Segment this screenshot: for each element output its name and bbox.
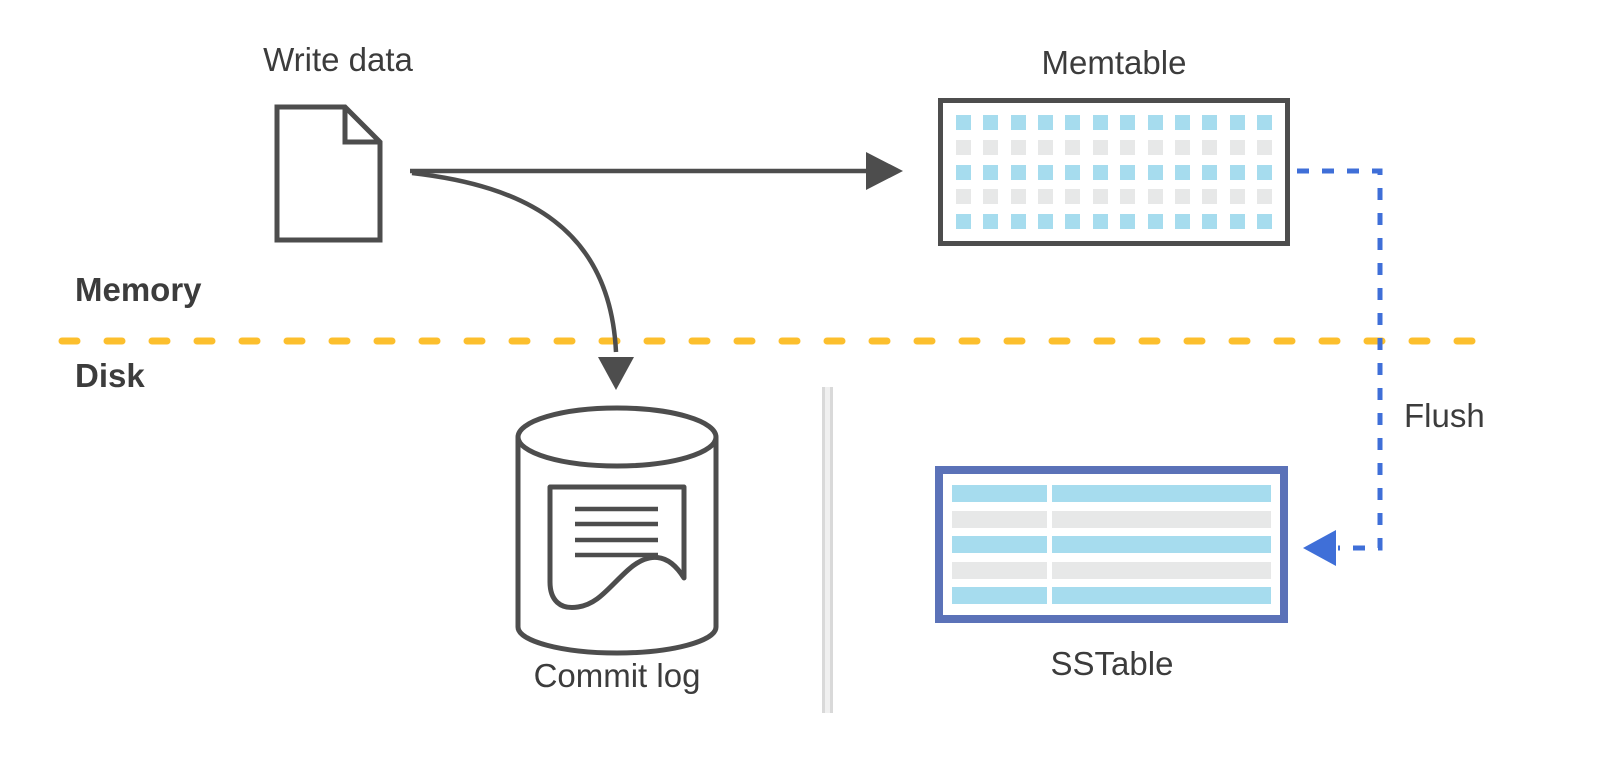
sstable-bar — [952, 485, 1047, 502]
memtable-cell — [1147, 139, 1163, 155]
memtable-cell — [956, 139, 971, 155]
memtable-cell — [1256, 164, 1272, 180]
disk-section-divider — [822, 387, 833, 713]
memtable-cell — [1038, 139, 1054, 155]
memtable-cell — [1229, 139, 1245, 155]
memtable-cell — [1147, 164, 1163, 180]
memtable-cell — [1065, 139, 1081, 155]
memtable-cell — [1038, 115, 1054, 130]
sstable-bar — [1052, 587, 1271, 604]
memtable-cell — [1065, 189, 1081, 205]
sstable-node — [935, 466, 1288, 623]
sstable-body — [952, 485, 1271, 604]
sstable-bar — [1052, 561, 1271, 579]
memtable-cell — [983, 115, 999, 130]
memtable-cell — [1202, 189, 1218, 205]
memtable-cell — [956, 115, 971, 130]
memtable-cell — [1092, 115, 1108, 130]
memtable-cell — [1092, 139, 1108, 155]
memtable-cell — [956, 189, 971, 205]
memtable-cell — [1092, 189, 1108, 205]
memtable-cell — [1120, 164, 1136, 180]
memtable-cell — [1038, 214, 1054, 229]
sstable-row — [952, 561, 1271, 579]
memtable-cell — [983, 139, 999, 155]
write-to-memtable-arrow — [410, 152, 903, 190]
sstable-row — [952, 587, 1271, 604]
sstable-bar — [952, 510, 1047, 528]
memtable-cell — [1092, 214, 1108, 229]
sstable-label: SSTable — [1050, 645, 1174, 682]
sstable-bar — [952, 561, 1047, 579]
memtable-cell — [1174, 164, 1190, 180]
memtable-cell — [1229, 164, 1245, 180]
sstable-bar — [952, 536, 1047, 553]
sstable-row — [952, 485, 1271, 502]
memtable-cell — [1229, 189, 1245, 205]
memtable-cell — [1010, 139, 1026, 155]
memtable-cell — [1174, 139, 1190, 155]
memtable-cell — [1174, 189, 1190, 205]
sstable-bar — [1052, 485, 1271, 502]
memtable-cell — [1202, 214, 1218, 229]
memtable-cell — [1202, 164, 1218, 180]
memtable-cell — [1174, 115, 1190, 130]
memory-region-label: Memory — [75, 271, 202, 308]
memtable-cell — [1256, 214, 1272, 229]
memtable-cell — [1147, 214, 1163, 229]
memtable-cell — [1010, 115, 1026, 130]
log-receipt-icon — [547, 484, 687, 611]
memtable-cell — [956, 214, 971, 229]
memtable-label: Memtable — [1041, 44, 1187, 81]
memtable-cell — [1092, 164, 1108, 180]
memtable-cell — [1120, 139, 1136, 155]
memtable-cell — [1065, 214, 1081, 229]
memtable-cell — [1256, 139, 1272, 155]
memtable-cell — [1010, 189, 1026, 205]
memtable-cell — [1010, 214, 1026, 229]
sstable-bar — [952, 587, 1047, 604]
sstable-bar — [1052, 536, 1271, 553]
sstable-row — [952, 510, 1271, 528]
memtable-grid — [943, 103, 1285, 241]
write-to-commitlog-arrow — [411, 170, 634, 390]
sstable-bar — [1052, 510, 1271, 528]
disk-region-label: Disk — [75, 357, 145, 394]
sstable-row — [952, 536, 1271, 553]
memtable-cell — [983, 189, 999, 205]
flush-arrow — [1297, 168, 1383, 566]
memtable-cell — [1202, 139, 1218, 155]
write-data-label: Write data — [263, 41, 413, 78]
memtable-cell — [1147, 189, 1163, 205]
memtable-cell — [983, 164, 999, 180]
memtable-cell — [1256, 189, 1272, 205]
commit-log-label: Commit log — [533, 657, 701, 694]
memtable-cell — [956, 164, 971, 180]
memtable-cell — [1038, 164, 1054, 180]
database-cylinder-icon — [515, 405, 719, 656]
memtable-cell — [1256, 115, 1272, 130]
memtable-cell — [1120, 214, 1136, 229]
memtable-cell — [1229, 115, 1245, 130]
memtable-cell — [1174, 214, 1190, 229]
memtable-cell — [983, 214, 999, 229]
memtable-cell — [1010, 164, 1026, 180]
memtable-cell — [1120, 115, 1136, 130]
memtable-cell — [1202, 115, 1218, 130]
memtable-cell — [1065, 115, 1081, 130]
document-icon — [274, 104, 383, 243]
memtable-cell — [1120, 189, 1136, 205]
memtable-cell — [1229, 214, 1245, 229]
memtable-cell — [1065, 164, 1081, 180]
memtable-cell — [1147, 115, 1163, 130]
memtable-cell — [1038, 189, 1054, 205]
flush-label: Flush — [1404, 397, 1485, 434]
memtable-node — [938, 98, 1290, 246]
